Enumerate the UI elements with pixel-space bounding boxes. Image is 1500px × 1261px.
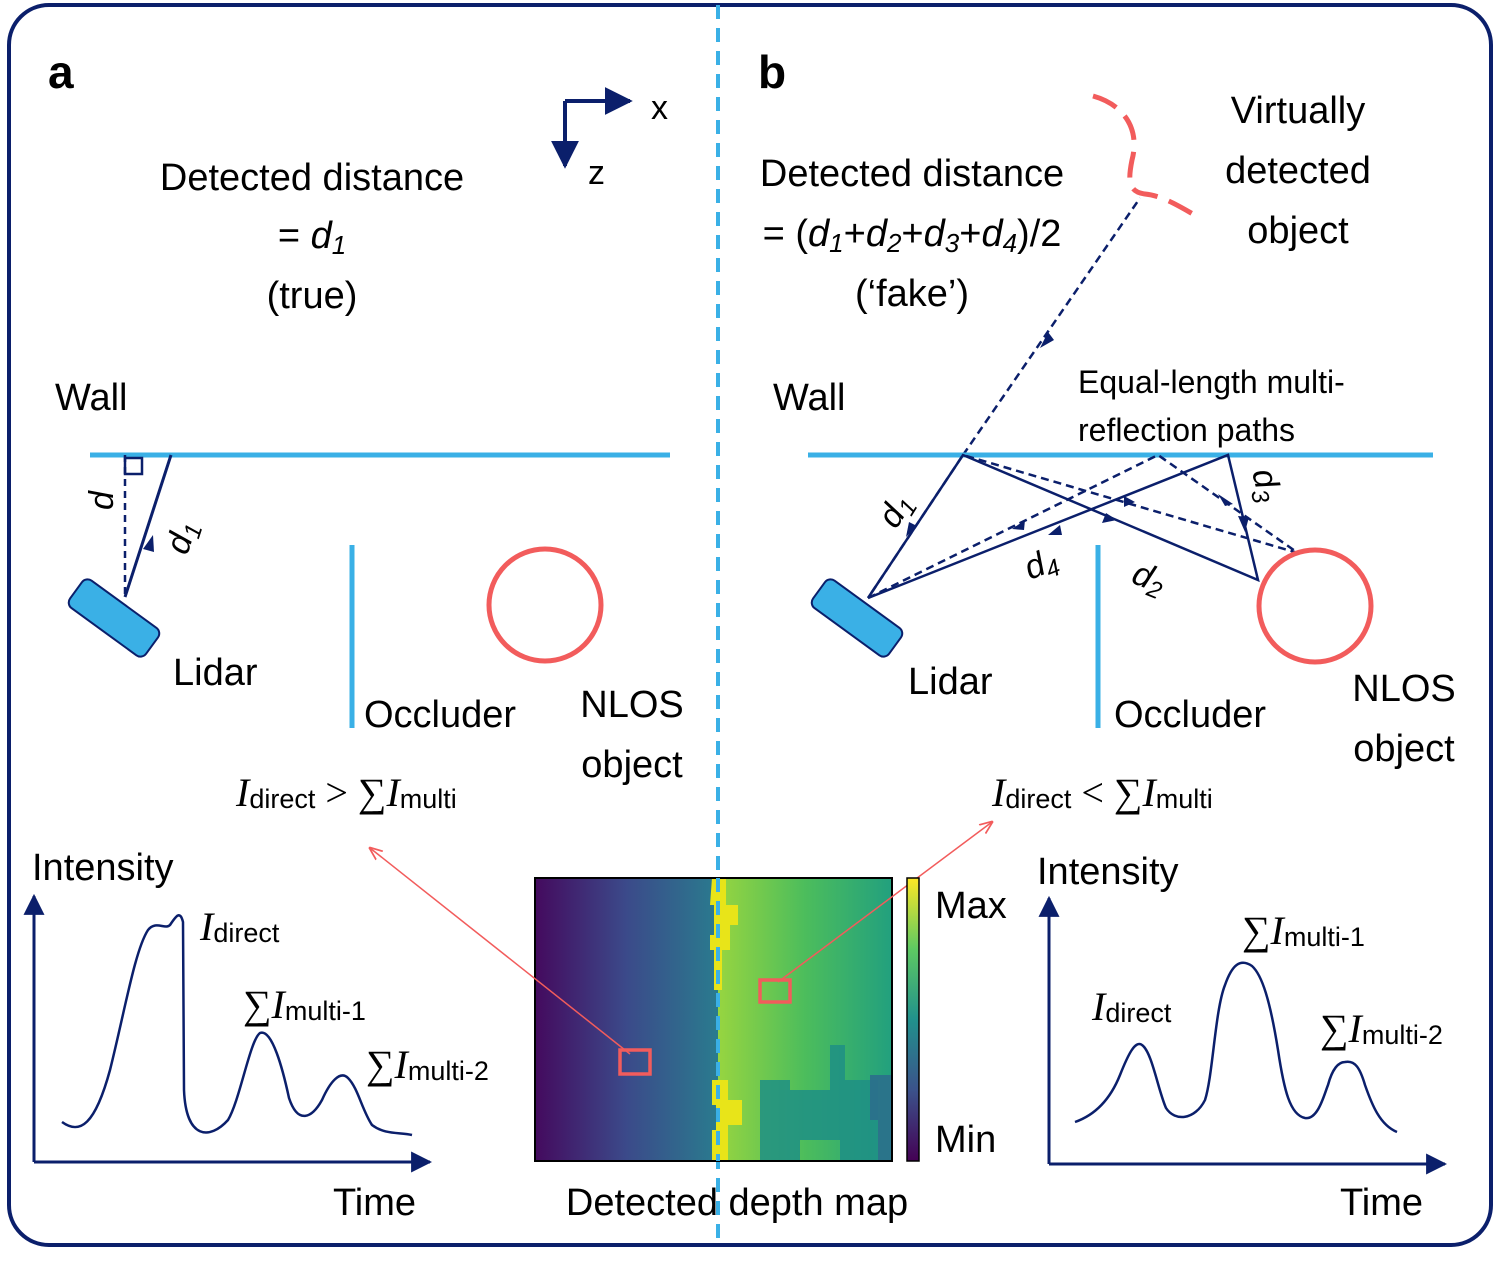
panel-b-arrowhead-dash-2 [1012,520,1025,530]
panel-b-virtual-label-1: Virtually [1231,90,1365,132]
panel-a-plot-x-label: Time [333,1182,416,1224]
panel-b-plot-y-label: Intensity [1037,851,1179,893]
coordinate-axes: x z [551,87,668,192]
depth-map-probe-left [618,1048,652,1076]
panel-b-arrowhead-dash-3 [1218,494,1233,506]
panel-a-intensity-curve [61,914,413,1137]
panel-b-virtual-label-2: detected [1225,150,1371,192]
panel-b-equal-label-2: reflection paths [1078,412,1295,448]
connector-arrow-left [370,848,631,1055]
panel-b-intensity-relation: Idirect < ∑Imulti [991,770,1213,815]
outer-frame [7,3,1493,1247]
panel-b-lidar [810,578,904,658]
panel-a-nlos-label-1: NLOS [580,684,683,726]
panel-b-detected-label: Detected distance [760,153,1064,195]
depth-map-left-region [535,878,718,1161]
panel-a-occluder-label: Occluder [364,694,516,736]
panel-b-detected-distance: Detected distance = (d1+d2+d3+d4)/2 (‘fa… [760,153,1064,315]
depth-map-probe-right [758,978,792,1004]
panel-b-virtual-label-3: object [1247,210,1349,252]
x-axis-label: x [651,89,668,127]
panel-b-arrowhead-d4 [1048,525,1062,535]
panel-b-peak-multi1-label: ∑Imulti-1 [1242,908,1365,953]
panel-a-detected-note: (true) [267,275,358,317]
panel-a-intensity-relation: Idirect > ∑Imulti [235,770,457,815]
colorbar [906,877,920,1162]
colorbar-min-label: Min [935,1119,996,1161]
colorbar-max-label: Max [935,885,1007,927]
panel-b-nlos-label-2: object [1353,728,1455,770]
panel-a-perp-label: d [83,490,121,510]
panel-b-arrowhead-d2 [1102,513,1117,523]
panel-b-nlos-label-1: NLOS [1352,668,1455,710]
panel-a-lidar-label: Lidar [173,652,258,694]
panel-a-peak-multi2-label: ∑Imulti-2 [366,1042,489,1087]
panel-b-plot-x-label: Time [1340,1182,1423,1224]
panel-b-fake-note: (‘fake’) [855,273,969,315]
panel-b-nlos-object [1256,547,1374,665]
panel-b-arrowhead-dash-1 [1124,496,1135,507]
panel-a-letter: a [48,46,74,98]
depth-map-dark-edge [870,1075,892,1161]
panel-a-detected-value: = d1 [278,215,346,260]
panel-b-arrowhead-d1 [906,522,917,537]
panel-b-peak-direct-label: Idirect [1091,984,1172,1029]
panel-b-intensity-plot: Intensity Time Idirect ∑Imulti-1 ∑Imulti… [1037,851,1448,1224]
connector-arrow-right [777,822,992,983]
panel-a-peak-multi1-label: ∑Imulti-1 [243,982,366,1027]
panel-b-letter: b [758,46,786,98]
panel-a-d1-path [123,454,173,598]
panel-a-nlos-label-2: object [581,744,683,786]
panel-a-lidar [67,578,161,658]
depth-map-lower-patch [760,1045,878,1161]
panel-a-d1-arrowhead [143,535,154,552]
panel-b-intensity-curve [1074,961,1398,1134]
panel-a-peak-direct-label: Idirect [199,904,280,949]
panel-b-virtual-object [1092,93,1202,221]
panel-b-d2-label: d2 [1126,554,1172,605]
panel-a-detected-label: Detected distance [160,157,464,199]
panel-b-d4-label: d4 [1019,540,1065,591]
panel-a-detected-distance: Detected distance = d1 (true) [160,157,464,317]
panel-b-wall-label: Wall [773,377,845,419]
panel-b-virtual-ray [961,197,1142,456]
depth-map-border [534,877,893,1162]
panel-a-intensity-plot: Intensity Time Idirect ∑Imulti-1 ∑Imulti… [23,847,489,1224]
panel-b-d3-label: d3 [1240,465,1289,507]
depth-map-caption: Detected depth map [566,1182,908,1224]
panel-b-equal-label-1: Equal-length multi- [1078,364,1345,400]
z-axis-label: z [588,154,605,192]
panel-a-plot-y-label: Intensity [32,847,174,889]
panel-b-peak-multi2-label: ∑Imulti-2 [1320,1006,1443,1051]
depth-map [534,877,893,1162]
panel-a-nlos-object [486,546,604,664]
panel-b-formula: = (d1+d2+d3+d4)/2 [763,213,1062,258]
panel-b-lidar-label: Lidar [908,661,993,703]
panel-a-right-angle-mark [123,456,144,476]
panel-a-wall-label: Wall [55,377,127,419]
panel-b-virtual-ray-arrowhead [1040,332,1054,348]
panel-a-d1-label: d1 [158,516,208,560]
panel-b-arrowhead-d3 [1238,516,1249,532]
panel-b-occluder-label: Occluder [1114,694,1266,736]
